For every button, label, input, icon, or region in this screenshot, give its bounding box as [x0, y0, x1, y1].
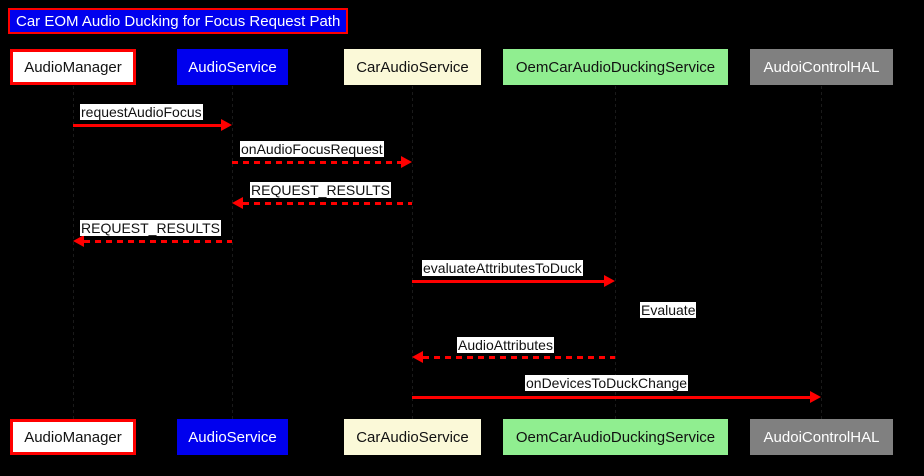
message-label-6: onDevicesToDuckChange: [525, 375, 689, 391]
message-label-1: onAudioFocusRequest: [240, 141, 384, 157]
message-label-4: evaluateAttributesToDuck: [422, 260, 583, 276]
diagram-title-text: Car EOM Audio Ducking for Focus Request …: [16, 12, 341, 30]
participant-footer-oemcaraudioduckingservice[interactable]: OemCarAudioDuckingService: [503, 419, 728, 455]
message-label-0: requestAudioFocus: [80, 104, 203, 120]
participant-label: AudioManager: [24, 58, 122, 76]
participant-label: CarAudioService: [356, 428, 469, 446]
participant-footer-audoicontrolhal[interactable]: AudoiControlHAL: [750, 419, 893, 455]
participant-label: OemCarAudioDuckingService: [515, 428, 716, 446]
participant-header-audioservice[interactable]: AudioService: [177, 49, 288, 85]
participant-label: AudoiControlHAL: [763, 58, 880, 76]
message-arrow-line-0: [73, 124, 221, 127]
participant-header-caraudioservice[interactable]: CarAudioService: [344, 49, 481, 85]
participant-label: CarAudioService: [356, 58, 469, 76]
message-label-3: REQUEST_RESULTS: [80, 220, 221, 236]
message-arrow-head-2: [232, 197, 243, 209]
participant-label: AudioManager: [24, 428, 122, 446]
message-arrow-line-6: [412, 396, 810, 399]
message-arrow-line-5: [423, 356, 615, 359]
message-arrow-head-0: [221, 119, 232, 131]
participant-header-oemcaraudioduckingservice[interactable]: OemCarAudioDuckingService: [503, 49, 728, 85]
participant-header-audoicontrolhal[interactable]: AudoiControlHAL: [750, 49, 893, 85]
diagram-title: Car EOM Audio Ducking for Focus Request …: [8, 8, 349, 34]
participant-footer-caraudioservice[interactable]: CarAudioService: [344, 419, 481, 455]
participant-footer-audioservice[interactable]: AudioService: [177, 419, 288, 455]
participant-label: AudioService: [188, 428, 277, 446]
message-arrow-line-3: [84, 240, 232, 243]
lifeline-oemcaraudioduckingservice: [615, 86, 616, 419]
message-arrow-line-4: [412, 280, 604, 283]
message-label-5: AudioAttributes: [457, 337, 554, 353]
message-arrow-line-1: [232, 161, 401, 164]
lifeline-audoicontrolhal: [821, 86, 822, 419]
message-arrow-head-6: [810, 391, 821, 403]
participant-footer-audiomanager[interactable]: AudioManager: [10, 419, 136, 455]
message-label-2: REQUEST_RESULTS: [250, 182, 391, 198]
lifeline-caraudioservice: [412, 86, 413, 419]
participant-header-audiomanager[interactable]: AudioManager: [10, 49, 136, 85]
message-arrow-head-5: [412, 351, 423, 363]
participant-label: OemCarAudioDuckingService: [515, 58, 716, 76]
message-arrow-head-4: [604, 275, 615, 287]
participant-label: AudoiControlHAL: [763, 428, 880, 446]
message-arrow-head-3: [73, 235, 84, 247]
note-evaluate: Evaluate: [640, 302, 697, 318]
lifeline-audiomanager: [73, 86, 74, 419]
message-arrow-line-2: [243, 202, 412, 205]
lifeline-audioservice: [232, 86, 233, 419]
message-arrow-head-1: [401, 156, 412, 168]
participant-label: AudioService: [188, 58, 277, 76]
